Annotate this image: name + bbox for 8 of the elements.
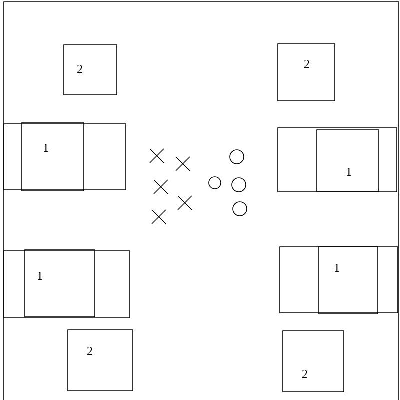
numbered-box: 1 bbox=[22, 122, 84, 192]
numbered-box: 1 bbox=[316, 130, 380, 192]
numbered-box: 1 bbox=[24, 250, 96, 318]
numbered-box: 2 bbox=[278, 44, 336, 102]
numbered-box: 2 bbox=[282, 330, 344, 392]
numbered-box: 2 bbox=[64, 44, 118, 96]
numbered-box: 1 bbox=[318, 246, 378, 314]
numbered-box: 2 bbox=[68, 330, 134, 392]
